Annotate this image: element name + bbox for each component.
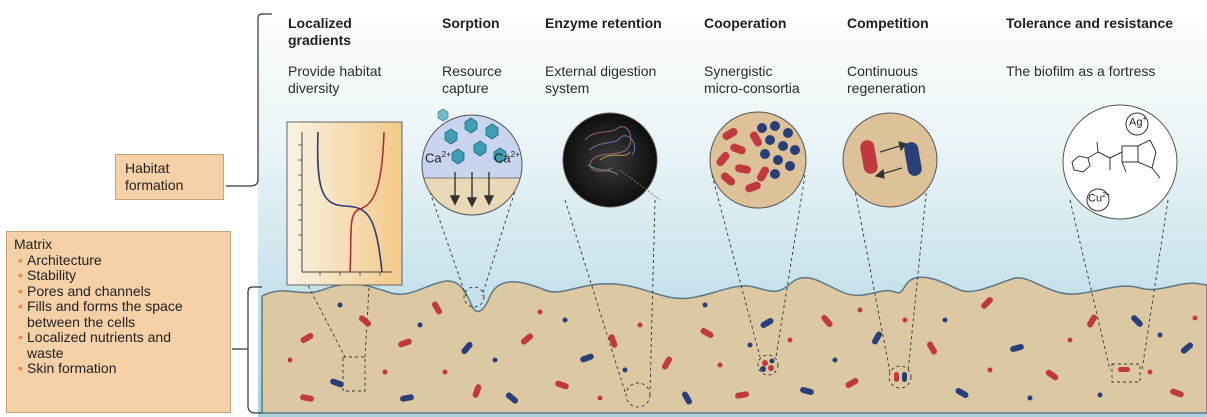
heading-cooperation: Cooperation	[704, 15, 834, 32]
ion-label-ca-left: Ca2+	[425, 150, 451, 165]
competition-circle	[843, 113, 937, 207]
matrix-title: Matrix	[14, 237, 230, 253]
gradient-panel	[287, 122, 402, 285]
desc-tolerance-resistance: The biofilm as a fortress	[1006, 63, 1206, 80]
desc-enzyme-retention: External digestionsystem	[545, 63, 705, 97]
matrix-item: Architecture	[14, 253, 230, 269]
matrix-item: Pores and channels	[14, 284, 230, 300]
tolerance-circle	[1063, 105, 1177, 219]
heading-localized-gradients: Localizedgradients	[288, 15, 438, 49]
matrix-box: Matrix Architecture Stability Pores and …	[6, 231, 231, 413]
ion-label-ag: Ag+	[1129, 116, 1147, 129]
ion-label-cu: Cu2+	[1088, 192, 1110, 205]
heading-tolerance-resistance: Tolerance and resistance	[1006, 15, 1206, 32]
desc-localized-gradients: Provide habitatdiversity	[288, 63, 438, 97]
heading-sorption: Sorption	[442, 15, 542, 32]
heading-enzyme-retention: Enzyme retention	[545, 15, 705, 32]
heading-competition: Competition	[847, 15, 977, 32]
matrix-item: Fills and forms the spacebetween the cel…	[14, 299, 230, 330]
desc-cooperation: Synergisticmicro-consortia	[704, 63, 834, 97]
habitat-formation-box: Habitat formation	[115, 154, 224, 200]
ion-label-ca-right: Ca2+	[494, 150, 520, 165]
matrix-bracket	[232, 287, 262, 413]
matrix-item: Stability	[14, 268, 230, 284]
matrix-item: Localized nutrients andwaste	[14, 330, 230, 361]
cooperation-circle	[710, 112, 806, 208]
desc-sorption: Resourcecapture	[442, 63, 542, 97]
desc-competition: Continuousregeneration	[847, 63, 977, 97]
matrix-item: Skin formation	[14, 361, 230, 377]
